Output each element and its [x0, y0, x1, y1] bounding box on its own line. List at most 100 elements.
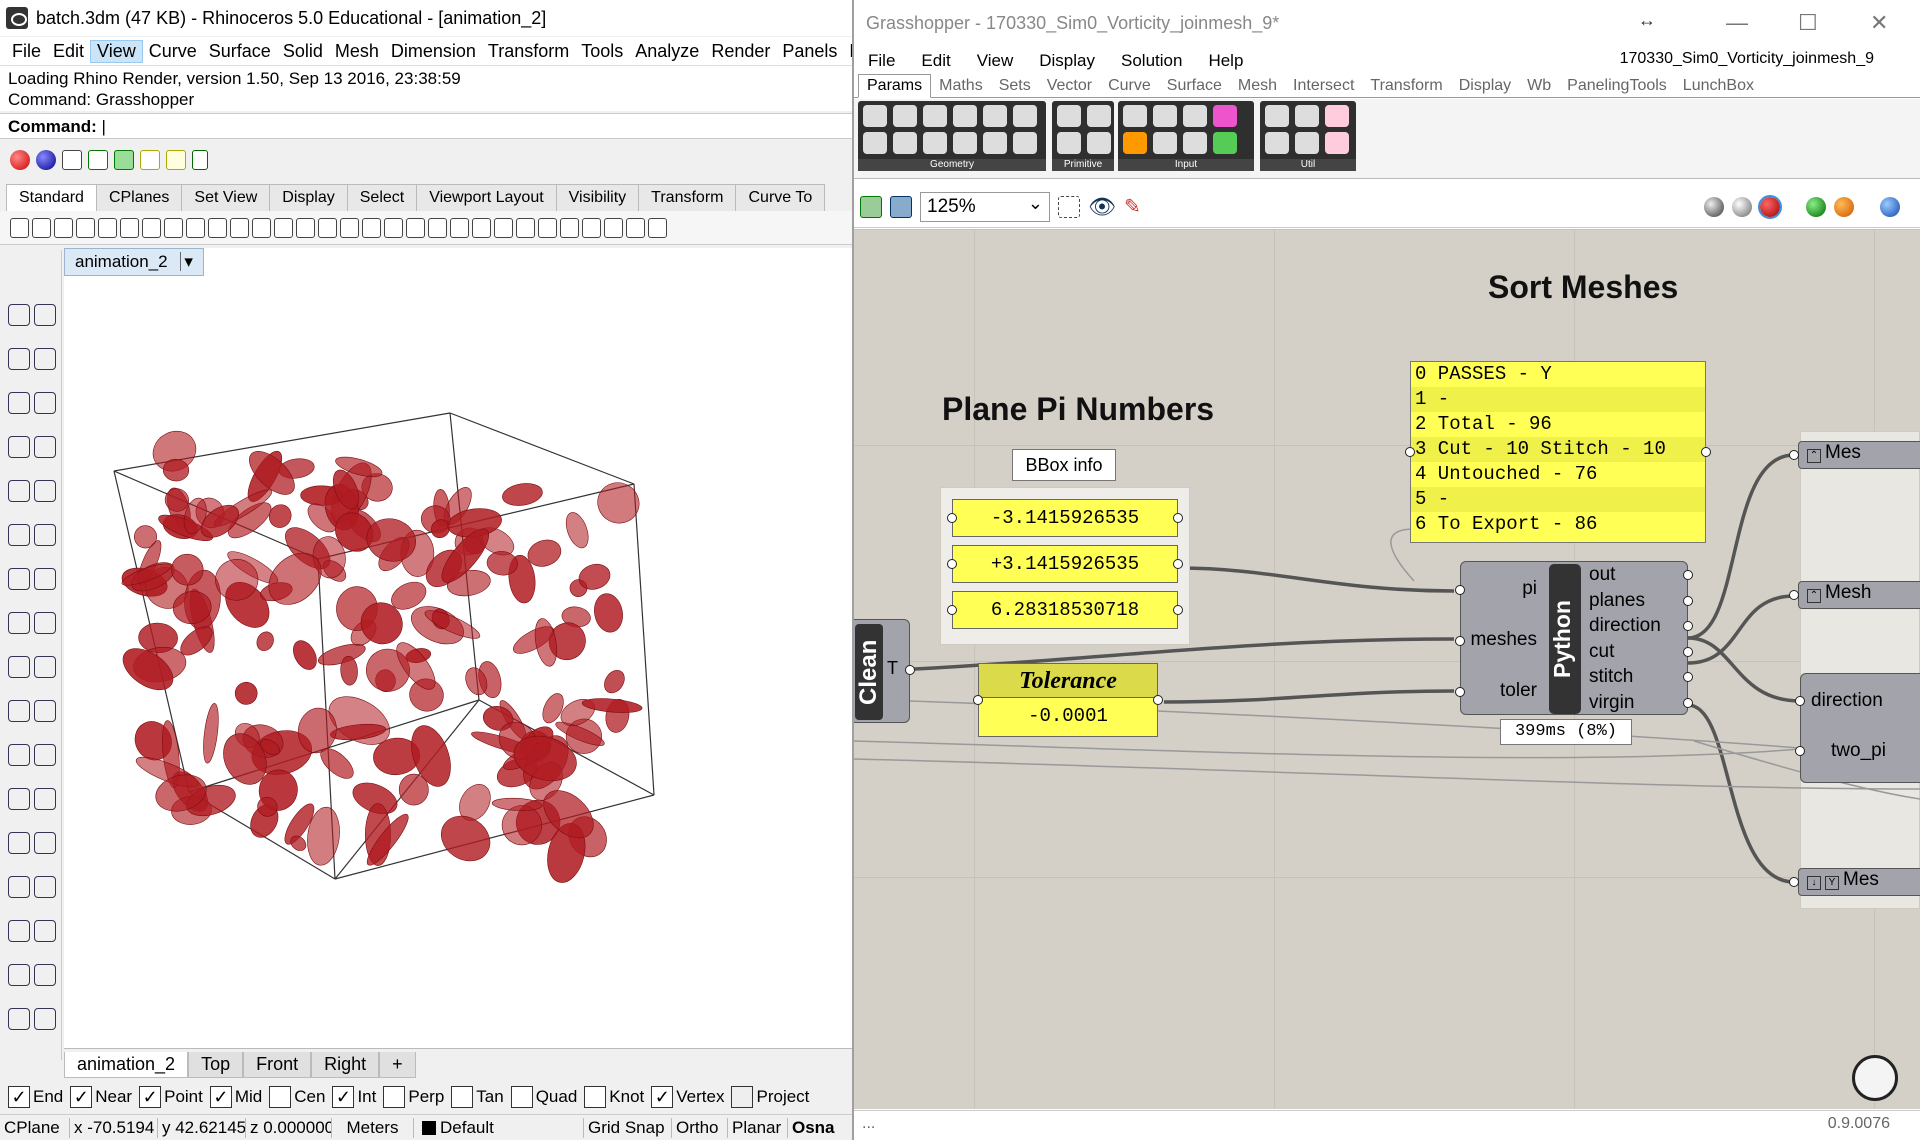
component-icon[interactable] [1325, 105, 1349, 127]
zoom-target-icon[interactable] [340, 217, 359, 238]
osnap-vertex[interactable]: ✓Vertex [651, 1086, 724, 1108]
component-icon[interactable] [1087, 105, 1111, 127]
gh-title-bar[interactable]: Grasshopper - 170330_Sim0_Vorticity_join… [854, 0, 1920, 46]
left-tool-icon[interactable] [8, 920, 30, 942]
component-icon[interactable] [1087, 132, 1111, 154]
material-icon[interactable] [62, 150, 82, 170]
component-icon[interactable] [1213, 105, 1237, 127]
left-tool-icon[interactable] [8, 436, 30, 458]
osnap-near[interactable]: ✓Near [70, 1086, 132, 1108]
checkbox[interactable]: ✓ [8, 1086, 30, 1108]
view-tab-0[interactable]: animation_2 [64, 1052, 189, 1078]
ground-plane-icon[interactable] [192, 150, 208, 170]
left-tool-icon[interactable] [34, 920, 56, 942]
navigation-compass-icon[interactable] [1852, 1055, 1898, 1101]
menu-curve[interactable]: Curve [148, 40, 197, 61]
component-icon[interactable] [983, 132, 1007, 154]
python-input-meshes[interactable]: meshes [1470, 629, 1537, 650]
view-tab-3[interactable]: Right [311, 1052, 380, 1078]
lock-icon[interactable] [494, 217, 513, 238]
left-tool-icon[interactable] [8, 392, 30, 414]
left-tool-icon[interactable] [34, 744, 56, 766]
resize-icon[interactable]: ↔ [1638, 10, 1656, 30]
zoom-dropdown[interactable]: 125% [920, 191, 1050, 222]
preview-selected-icon[interactable] [1758, 194, 1782, 219]
gh-tab-vector[interactable]: Vector [1046, 77, 1093, 94]
python-input-grip[interactable] [1455, 585, 1465, 595]
component-icon[interactable] [983, 105, 1007, 127]
save-icon[interactable] [54, 217, 73, 238]
tab-curve-to[interactable]: Curve To [735, 184, 826, 211]
tab-set-view[interactable]: Set View [181, 184, 271, 211]
left-tool-icon[interactable] [34, 612, 56, 634]
left-tool-icon[interactable] [34, 348, 56, 370]
gh-menu-help[interactable]: Help [1208, 51, 1244, 70]
python-output-direction[interactable]: direction [1589, 615, 1661, 636]
tab-cplanes[interactable]: CPlanes [95, 184, 183, 211]
checkbox[interactable] [269, 1086, 292, 1108]
gh-tab-display[interactable]: Display [1458, 77, 1512, 94]
component-icon[interactable] [1183, 105, 1207, 127]
gh-canvas[interactable]: Sort Meshes Plane Pi Numbers BBox info -… [854, 229, 1920, 1109]
texture-icon[interactable] [114, 150, 134, 170]
left-tool-icon[interactable] [8, 744, 30, 766]
component-icon[interactable] [1123, 105, 1147, 127]
component-icon[interactable] [1013, 132, 1037, 154]
component-icon[interactable] [953, 132, 977, 154]
component-icon[interactable] [1123, 132, 1147, 154]
open-file-icon[interactable] [860, 195, 882, 218]
rhino-title-bar[interactable]: batch.3dm (47 KB) - Rhinoceros 5.0 Educa… [0, 0, 852, 36]
osnap-perp[interactable]: Perp [383, 1086, 444, 1108]
sphere-color-icon[interactable] [538, 217, 557, 238]
status-planar[interactable]: Planar [728, 1117, 788, 1138]
view-tab-1[interactable]: Top [188, 1052, 244, 1078]
gh-tab-mesh[interactable]: Mesh [1237, 77, 1278, 94]
tab-transform[interactable]: Transform [638, 184, 737, 211]
status-osnap[interactable]: Osna [792, 1117, 835, 1137]
left-tool-icon[interactable] [34, 964, 56, 986]
mesh-param-2[interactable]: ⌃Mesh [1798, 581, 1920, 609]
checkbox[interactable] [731, 1086, 754, 1108]
gh-tab-lunchbox[interactable]: LunchBox [1682, 77, 1754, 94]
save-file-icon[interactable] [890, 195, 912, 218]
open-icon[interactable] [32, 217, 51, 238]
minimize-icon[interactable]: — [1726, 10, 1748, 35]
osnap-mid[interactable]: ✓Mid [209, 1086, 262, 1108]
gh-tab-panelingtools[interactable]: PanelingTools [1567, 77, 1667, 94]
number-panel-pos-pi[interactable]: +3.1415926535 [952, 545, 1178, 583]
left-tool-icon[interactable] [34, 304, 56, 326]
tab-visibility[interactable]: Visibility [555, 184, 640, 211]
component-icon[interactable] [893, 105, 917, 127]
checkbox[interactable]: ✓ [70, 1086, 93, 1108]
sun-icon[interactable] [166, 150, 186, 170]
osnap-quad[interactable]: Quad [510, 1086, 577, 1108]
menu-solid[interactable]: Solid [282, 40, 323, 61]
left-tool-icon[interactable] [8, 788, 30, 810]
preview-shaded-icon[interactable] [1732, 196, 1752, 217]
component-icon[interactable] [1295, 105, 1319, 127]
status-units[interactable]: Meters [332, 1117, 414, 1138]
component-icon[interactable] [893, 132, 917, 154]
direction-component[interactable]: direction two_pi [1800, 673, 1920, 783]
light-icon[interactable] [140, 150, 160, 170]
python-input-grip[interactable] [1455, 636, 1465, 646]
sphere-white-icon[interactable] [582, 217, 601, 238]
menu-analyze[interactable]: Analyze [635, 40, 700, 61]
menu-mesh[interactable]: Mesh [334, 40, 379, 61]
print-icon[interactable] [76, 217, 95, 238]
component-icon[interactable] [1213, 132, 1237, 154]
left-tool-icon[interactable] [34, 876, 56, 898]
python-output-planes[interactable]: planes [1589, 589, 1645, 611]
zoom-selected-icon[interactable] [318, 217, 337, 238]
gh-tab-sets[interactable]: Sets [998, 77, 1031, 94]
car-icon[interactable] [406, 217, 425, 238]
python-output-grip[interactable] [1683, 697, 1693, 708]
python-output-grip[interactable] [1683, 621, 1693, 631]
zoom-extents-icon[interactable] [296, 217, 315, 238]
viewport-perspective[interactable] [64, 248, 852, 1048]
sphere-blue-icon[interactable] [604, 217, 623, 238]
menu-view[interactable]: View [90, 39, 143, 63]
status-ortho[interactable]: Ortho [672, 1117, 728, 1138]
gh-tab-transform[interactable]: Transform [1370, 77, 1443, 94]
left-tool-icon[interactable] [34, 480, 56, 502]
